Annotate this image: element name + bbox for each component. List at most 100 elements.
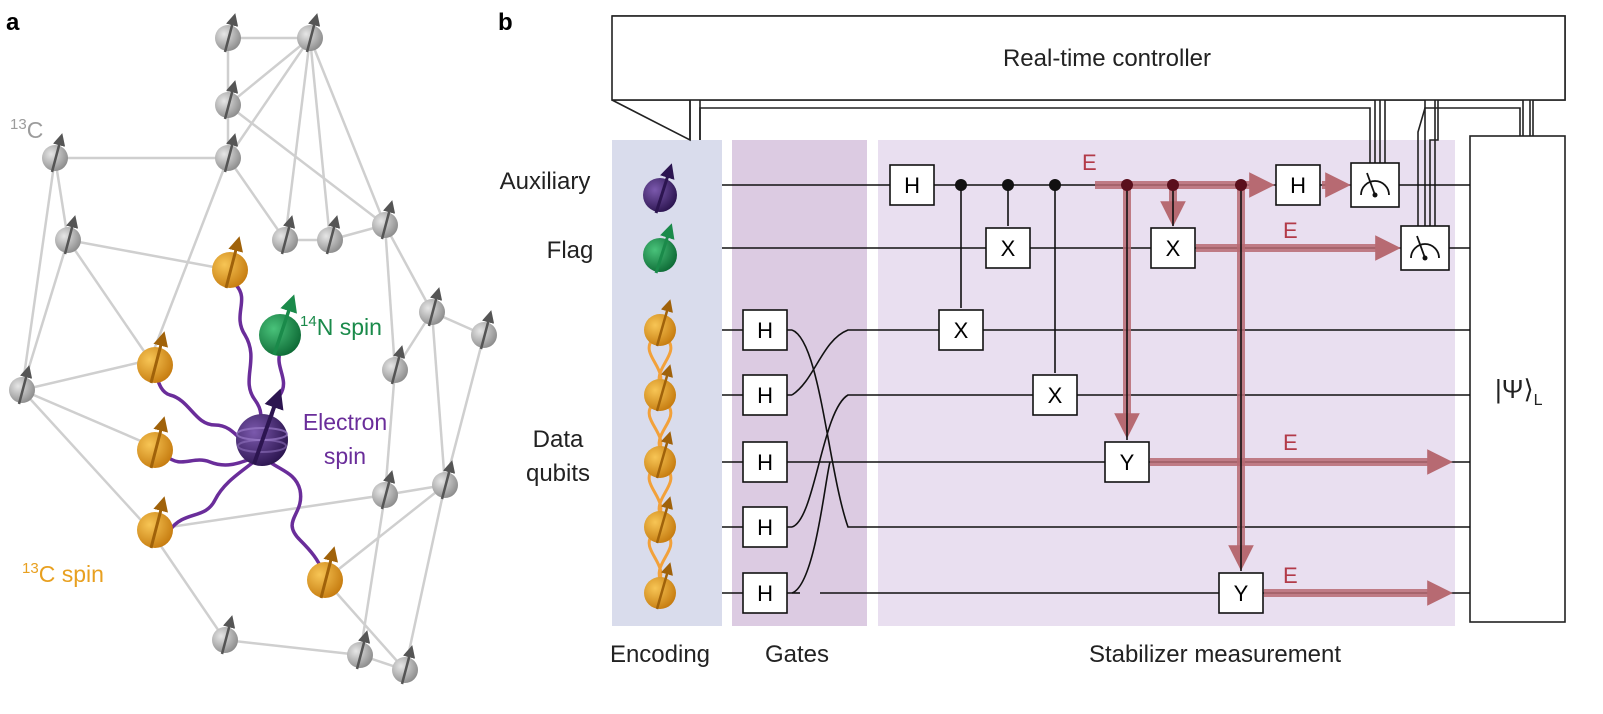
- svg-text:X: X: [1001, 236, 1016, 261]
- electron-spin-label-2: spin: [324, 443, 366, 469]
- error-label: E: [1283, 563, 1298, 588]
- stabilizer-section: [878, 140, 1455, 626]
- flag-label: Flag: [547, 237, 594, 264]
- c13-data-spin: [137, 416, 173, 469]
- h-gate: H: [742, 374, 788, 416]
- x-gate-data1: X: [938, 309, 984, 351]
- control-dot: [1002, 179, 1014, 191]
- h-gate-auxiliary-2: H: [1275, 164, 1321, 206]
- controller-box: [611, 15, 1566, 101]
- svg-text:Y: Y: [1234, 581, 1249, 606]
- gray-spins: [9, 13, 497, 685]
- controller-feed-aux: [699, 107, 1371, 185]
- c13-spin: [317, 215, 343, 255]
- logical-state-box: [1469, 135, 1566, 623]
- error-labels: E E E E: [1082, 150, 1298, 588]
- data-label-1: Data: [533, 426, 584, 453]
- h-gate: H: [742, 441, 788, 483]
- svg-text:H: H: [757, 515, 773, 540]
- x-gate-flag: X: [985, 227, 1031, 269]
- c13-spin: [55, 215, 81, 255]
- data-qubit: [644, 496, 676, 544]
- control-dot: [1235, 179, 1247, 191]
- carbon-spins: [137, 236, 343, 599]
- c13-spin: [215, 133, 241, 173]
- svg-text:X: X: [954, 318, 969, 343]
- c13-spin: [382, 345, 408, 385]
- c13-spin: [372, 470, 398, 510]
- c13-spin: [215, 13, 241, 53]
- svg-text:H: H: [904, 173, 920, 198]
- electron-spin: [236, 388, 288, 466]
- c13-spin: [372, 200, 398, 240]
- electron-spin-label-1: Electron: [303, 409, 387, 435]
- c13-spin: [392, 645, 418, 685]
- x-gate-flag-2: X: [1150, 227, 1196, 269]
- data-qubit: [644, 431, 676, 479]
- svg-text:X: X: [1166, 236, 1181, 261]
- controlled-connectors: [960, 185, 1242, 571]
- c13-spin: [212, 615, 238, 655]
- c13-spin: [432, 460, 458, 500]
- y-gate-data5: Y: [1218, 572, 1264, 614]
- svg-text:H: H: [757, 450, 773, 475]
- c13-spin: [297, 13, 323, 53]
- c13-spin: [272, 215, 298, 255]
- h-gate: H: [742, 506, 788, 548]
- logical-state-label: |Ψ⟩L: [1495, 374, 1543, 409]
- data-label-2: qubits: [526, 460, 590, 487]
- c13-data-spin: [212, 236, 248, 289]
- data-qubit: [644, 562, 676, 610]
- panel-a: a: [6, 9, 497, 685]
- svg-text:Y: Y: [1120, 450, 1135, 475]
- electron-qubit: [643, 163, 677, 214]
- c13-data-spin: [137, 331, 173, 384]
- x-gate-data2: X: [1032, 374, 1078, 416]
- control-dots: [955, 179, 1247, 191]
- svg-text:H: H: [1290, 173, 1306, 198]
- panel-b-label: b: [498, 9, 513, 36]
- c13-gray-label: 13C: [10, 116, 43, 143]
- measurement-auxiliary: [1350, 162, 1400, 208]
- c13-spin-label: 13C spin: [22, 560, 104, 587]
- control-dot: [1167, 179, 1179, 191]
- svg-text:H: H: [757, 318, 773, 343]
- c13-spin: [419, 287, 445, 327]
- controller-label: Real-time controller: [1003, 45, 1211, 72]
- h-gate-auxiliary: H: [889, 164, 935, 206]
- control-dot: [1049, 179, 1061, 191]
- auxiliary-label: Auxiliary: [500, 168, 591, 195]
- h-gate: H: [742, 572, 788, 614]
- gate-boxes: H H H H H H X X X X Y Y H: [742, 164, 1321, 614]
- controller-feed-flag: [1424, 107, 1521, 248]
- encoding-spins: [643, 163, 677, 610]
- c13-spin: [42, 133, 68, 173]
- c13-spin: [347, 630, 373, 670]
- svg-text:X: X: [1048, 383, 1063, 408]
- row-labels: Auxiliary Flag Data qubits: [500, 168, 594, 487]
- gates-label: Gates: [765, 641, 829, 668]
- measurement-flag: [1400, 225, 1450, 271]
- panel-b: b Real-time controller |Ψ⟩L: [498, 9, 1566, 668]
- control-dot: [955, 179, 967, 191]
- c13-data-spin: [137, 496, 173, 549]
- n14-spin-label: 14N spin: [300, 313, 382, 340]
- c13-data-spin: [307, 546, 343, 599]
- wire-permutation: [791, 318, 867, 608]
- section-labels: Encoding Gates Stabilizer measurement: [610, 641, 1341, 668]
- nitrogen-spin: [259, 294, 301, 356]
- encoding-label: Encoding: [610, 641, 710, 668]
- c13-spin: [471, 310, 497, 350]
- svg-text:H: H: [757, 383, 773, 408]
- c13-spin: [215, 80, 241, 120]
- data-qubit: [644, 364, 676, 412]
- stabilizer-label: Stabilizer measurement: [1089, 641, 1341, 668]
- error-label: E: [1283, 218, 1298, 243]
- nitrogen-qubit: [643, 223, 677, 274]
- panel-a-label: a: [6, 9, 20, 36]
- y-gate-data3: Y: [1104, 441, 1150, 483]
- control-dot: [1121, 179, 1133, 191]
- error-label: E: [1283, 430, 1298, 455]
- c13-spin: [9, 365, 35, 405]
